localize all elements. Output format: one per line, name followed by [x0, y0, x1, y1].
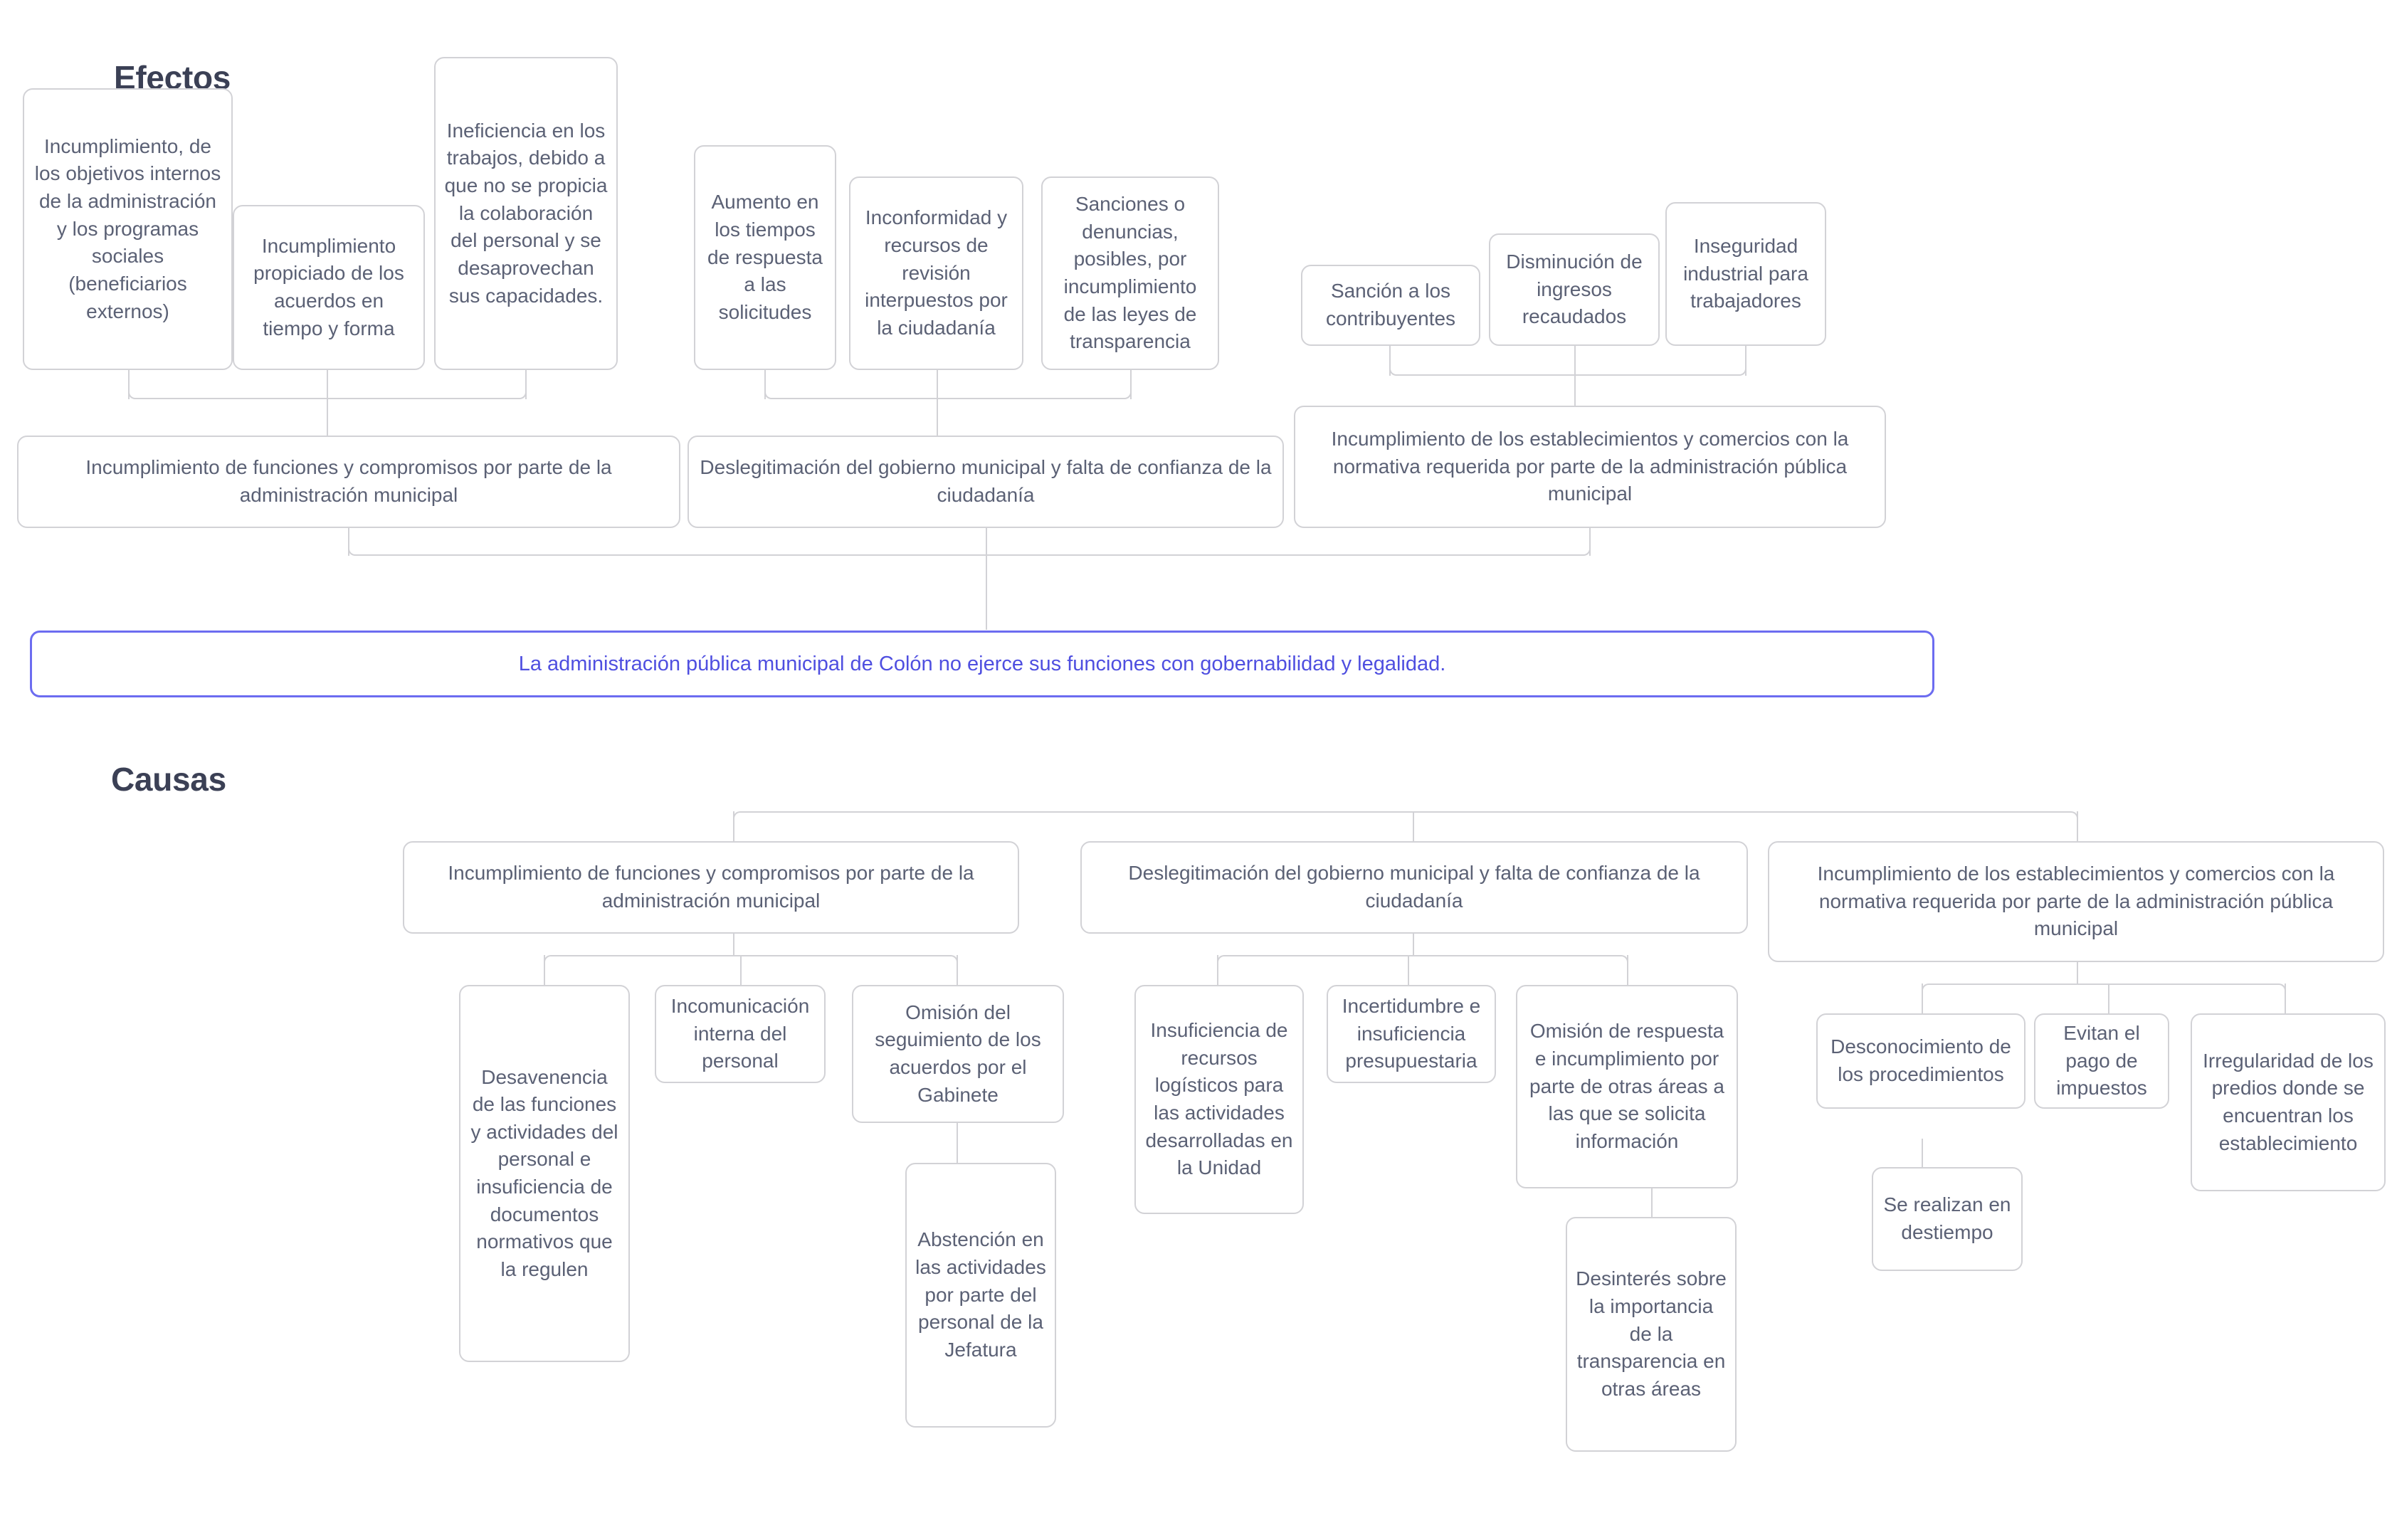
- causes-heading: Causas: [111, 761, 226, 798]
- connector-g1-stub-2: [740, 955, 742, 985]
- connector-effect2-drop: [986, 556, 987, 630]
- effect-node-6[interactable]: Sanciones o denuncias, posibles, por inc…: [1041, 176, 1219, 370]
- cause-root-node-3-label: Incumplimiento de los establecimientos y…: [1817, 863, 2335, 940]
- cause-node-g1-3[interactable]: Omisión del seguimiento de los acuerdos …: [852, 985, 1064, 1123]
- connector-g1-stub-4: [957, 1123, 958, 1163]
- effect-node-4[interactable]: Aumento en los tiempos de respuesta a la…: [694, 145, 836, 370]
- cause-node-g1-1[interactable]: Desavenencia de las funciones y activida…: [459, 985, 630, 1362]
- connector-effect-bracket-left: [128, 369, 527, 399]
- connector-effect-top-8: [1574, 346, 1576, 376]
- cause-node-g2-4-label: Desinterés sobre la importancia de la tr…: [1576, 1267, 1727, 1400]
- effect-node-8-label: Disminución de ingresos recaudados: [1506, 250, 1643, 328]
- cause-node-g2-3[interactable]: Omisión de respuesta e incumplimiento po…: [1516, 985, 1738, 1188]
- effect-node-9-label: Inseguridad industrial para trabajadores: [1683, 235, 1808, 312]
- effect-node-3[interactable]: Ineficiencia en los trabajos, debido a q…: [434, 57, 618, 370]
- effect-node-1-label: Incumplimiento, de los objetivos interno…: [34, 135, 221, 322]
- cause-node-g3-1[interactable]: Desconocimiento de los procedimientos: [1816, 1013, 2025, 1109]
- connector-causes-stub-2: [1413, 811, 1414, 841]
- cause-node-g2-2-label: Incertidumbre e insuficiencia presupuest…: [1342, 995, 1481, 1072]
- effect-node-4-label: Aumento en los tiempos de respuesta a la…: [707, 191, 823, 323]
- connector-effect-drop-left: [327, 399, 328, 436]
- effect-node-3-label: Ineficiencia en los trabajos, debido a q…: [444, 119, 608, 307]
- cause-node-g1-4[interactable]: Abstención en las actividades por parte …: [905, 1163, 1056, 1428]
- connector-g1-drop: [733, 934, 734, 955]
- effect-node-2-label: Incumplimiento propiciado de los acuerdo…: [253, 234, 404, 339]
- effect-summary-node-3-label: Incumplimiento de los establecimientos y…: [1331, 428, 1849, 505]
- connector-g2-stub-1: [1217, 955, 1218, 985]
- cause-node-g3-3[interactable]: Irregularidad de los predios donde se en…: [2191, 1013, 2386, 1191]
- effect-node-6-label: Sanciones o denuncias, posibles, por inc…: [1063, 193, 1197, 353]
- connector-g3-stub-3: [2285, 983, 2286, 1013]
- effect-summary-node-3[interactable]: Incumplimiento de los establecimientos y…: [1294, 406, 1886, 528]
- connector-effect-bracket-middle: [764, 369, 1132, 399]
- cause-root-node-2-label: Deslegitimación del gobierno municipal y…: [1128, 862, 1700, 912]
- connector-g2-stub-2: [1408, 955, 1409, 985]
- cause-node-g3-4-label: Se realizan en destiempo: [1883, 1193, 2011, 1243]
- connector-g3-bracket: [1922, 983, 2286, 1013]
- connector-effect-bracket-right: [1389, 346, 1747, 376]
- connector-effect-top-2: [327, 369, 328, 399]
- cause-node-g1-3-label: Omisión del seguimiento de los acuerdos …: [875, 1001, 1041, 1106]
- central-problem-node[interactable]: La administración pública municipal de C…: [30, 631, 1934, 697]
- connector-effect-top-5: [937, 369, 938, 399]
- effect-node-7[interactable]: Sanción a los contribuyentes: [1301, 265, 1480, 346]
- connector-causes-stub-1: [733, 811, 734, 841]
- central-problem-label: La administración pública municipal de C…: [518, 652, 1446, 675]
- connector-g3-drop: [2077, 962, 2078, 983]
- connector-g1-stub-3: [957, 955, 958, 985]
- effect-node-5-label: Inconformidad y recursos de revisión int…: [865, 206, 1008, 339]
- cause-root-node-1-label: Incumplimiento de funciones y compromiso…: [448, 862, 974, 912]
- effect-summary-node-1[interactable]: Incumplimiento de funciones y compromiso…: [17, 436, 680, 528]
- effect-summary-node-1-label: Incumplimiento de funciones y compromiso…: [85, 456, 612, 506]
- cause-node-g1-4-label: Abstención en las actividades por parte …: [915, 1228, 1046, 1361]
- cause-node-g2-1-label: Insuficiencia de recursos logísticos par…: [1145, 1019, 1293, 1179]
- effect-node-7-label: Sanción a los contribuyentes: [1325, 280, 1456, 329]
- cause-node-g3-3-label: Irregularidad de los predios donde se en…: [2203, 1049, 2374, 1154]
- connector-effect2-bracket: [348, 527, 1591, 556]
- connector-g3-stub-1: [1922, 983, 1923, 1013]
- effect-node-9[interactable]: Inseguridad industrial para trabajadores: [1665, 202, 1826, 346]
- cause-node-g1-1-label: Desavenencia de las funciones y activida…: [470, 1065, 618, 1280]
- connector-g1-stub-1: [544, 955, 545, 985]
- effect-summary-node-2-label: Deslegitimación del gobierno municipal y…: [700, 456, 1272, 506]
- cause-node-g2-3-label: Omisión de respuesta e incumplimiento po…: [1529, 1020, 1724, 1152]
- effect-node-1[interactable]: Incumplimiento, de los objetivos interno…: [23, 88, 233, 370]
- effect-node-8[interactable]: Disminución de ingresos recaudados: [1489, 233, 1660, 346]
- connector-g2-stub-4: [1651, 1188, 1653, 1231]
- connector-effect-drop-middle: [937, 399, 938, 436]
- connector-g2-stub-3: [1627, 955, 1628, 985]
- effect-summary-node-2[interactable]: Deslegitimación del gobierno municipal y…: [688, 436, 1284, 528]
- cause-node-g2-4[interactable]: Desinterés sobre la importancia de la tr…: [1566, 1217, 1737, 1452]
- cause-root-node-1[interactable]: Incumplimiento de funciones y compromiso…: [403, 841, 1019, 934]
- cause-node-g1-2[interactable]: Incomunicación interna del personal: [655, 985, 826, 1083]
- cause-node-g3-2[interactable]: Evitan el pago de impuestos: [2034, 1013, 2169, 1109]
- connector-g1-bracket: [544, 955, 958, 985]
- connector-g3-stub-2: [2108, 983, 2109, 1013]
- connector-causes-stub-3: [2077, 811, 2078, 841]
- connector-effect-drop-right: [1574, 376, 1576, 407]
- connector-g3-stub-4: [1922, 1139, 1923, 1167]
- cause-node-g3-1-label: Desconocimiento de los procedimientos: [1830, 1035, 2011, 1085]
- connector-g2-drop: [1413, 934, 1414, 955]
- cause-root-node-3[interactable]: Incumplimiento de los establecimientos y…: [1768, 841, 2384, 962]
- cause-node-g1-2-label: Incomunicación interna del personal: [670, 995, 810, 1072]
- cause-node-g2-2[interactable]: Incertidumbre e insuficiencia presupuest…: [1327, 985, 1496, 1083]
- effect-node-2[interactable]: Incumplimiento propiciado de los acuerdo…: [233, 205, 425, 370]
- cause-node-g2-1[interactable]: Insuficiencia de recursos logísticos par…: [1134, 985, 1304, 1214]
- cause-node-g3-4[interactable]: Se realizan en destiempo: [1872, 1167, 2023, 1271]
- connector-effect2-2: [986, 527, 987, 556]
- connector-g2-bracket: [1217, 955, 1628, 985]
- cause-root-node-2[interactable]: Deslegitimación del gobierno municipal y…: [1080, 841, 1748, 934]
- cause-node-g3-2-label: Evitan el pago de impuestos: [2056, 1022, 2147, 1099]
- effect-node-5[interactable]: Inconformidad y recursos de revisión int…: [849, 176, 1023, 370]
- connector-causes-bracket-top: [733, 811, 2078, 841]
